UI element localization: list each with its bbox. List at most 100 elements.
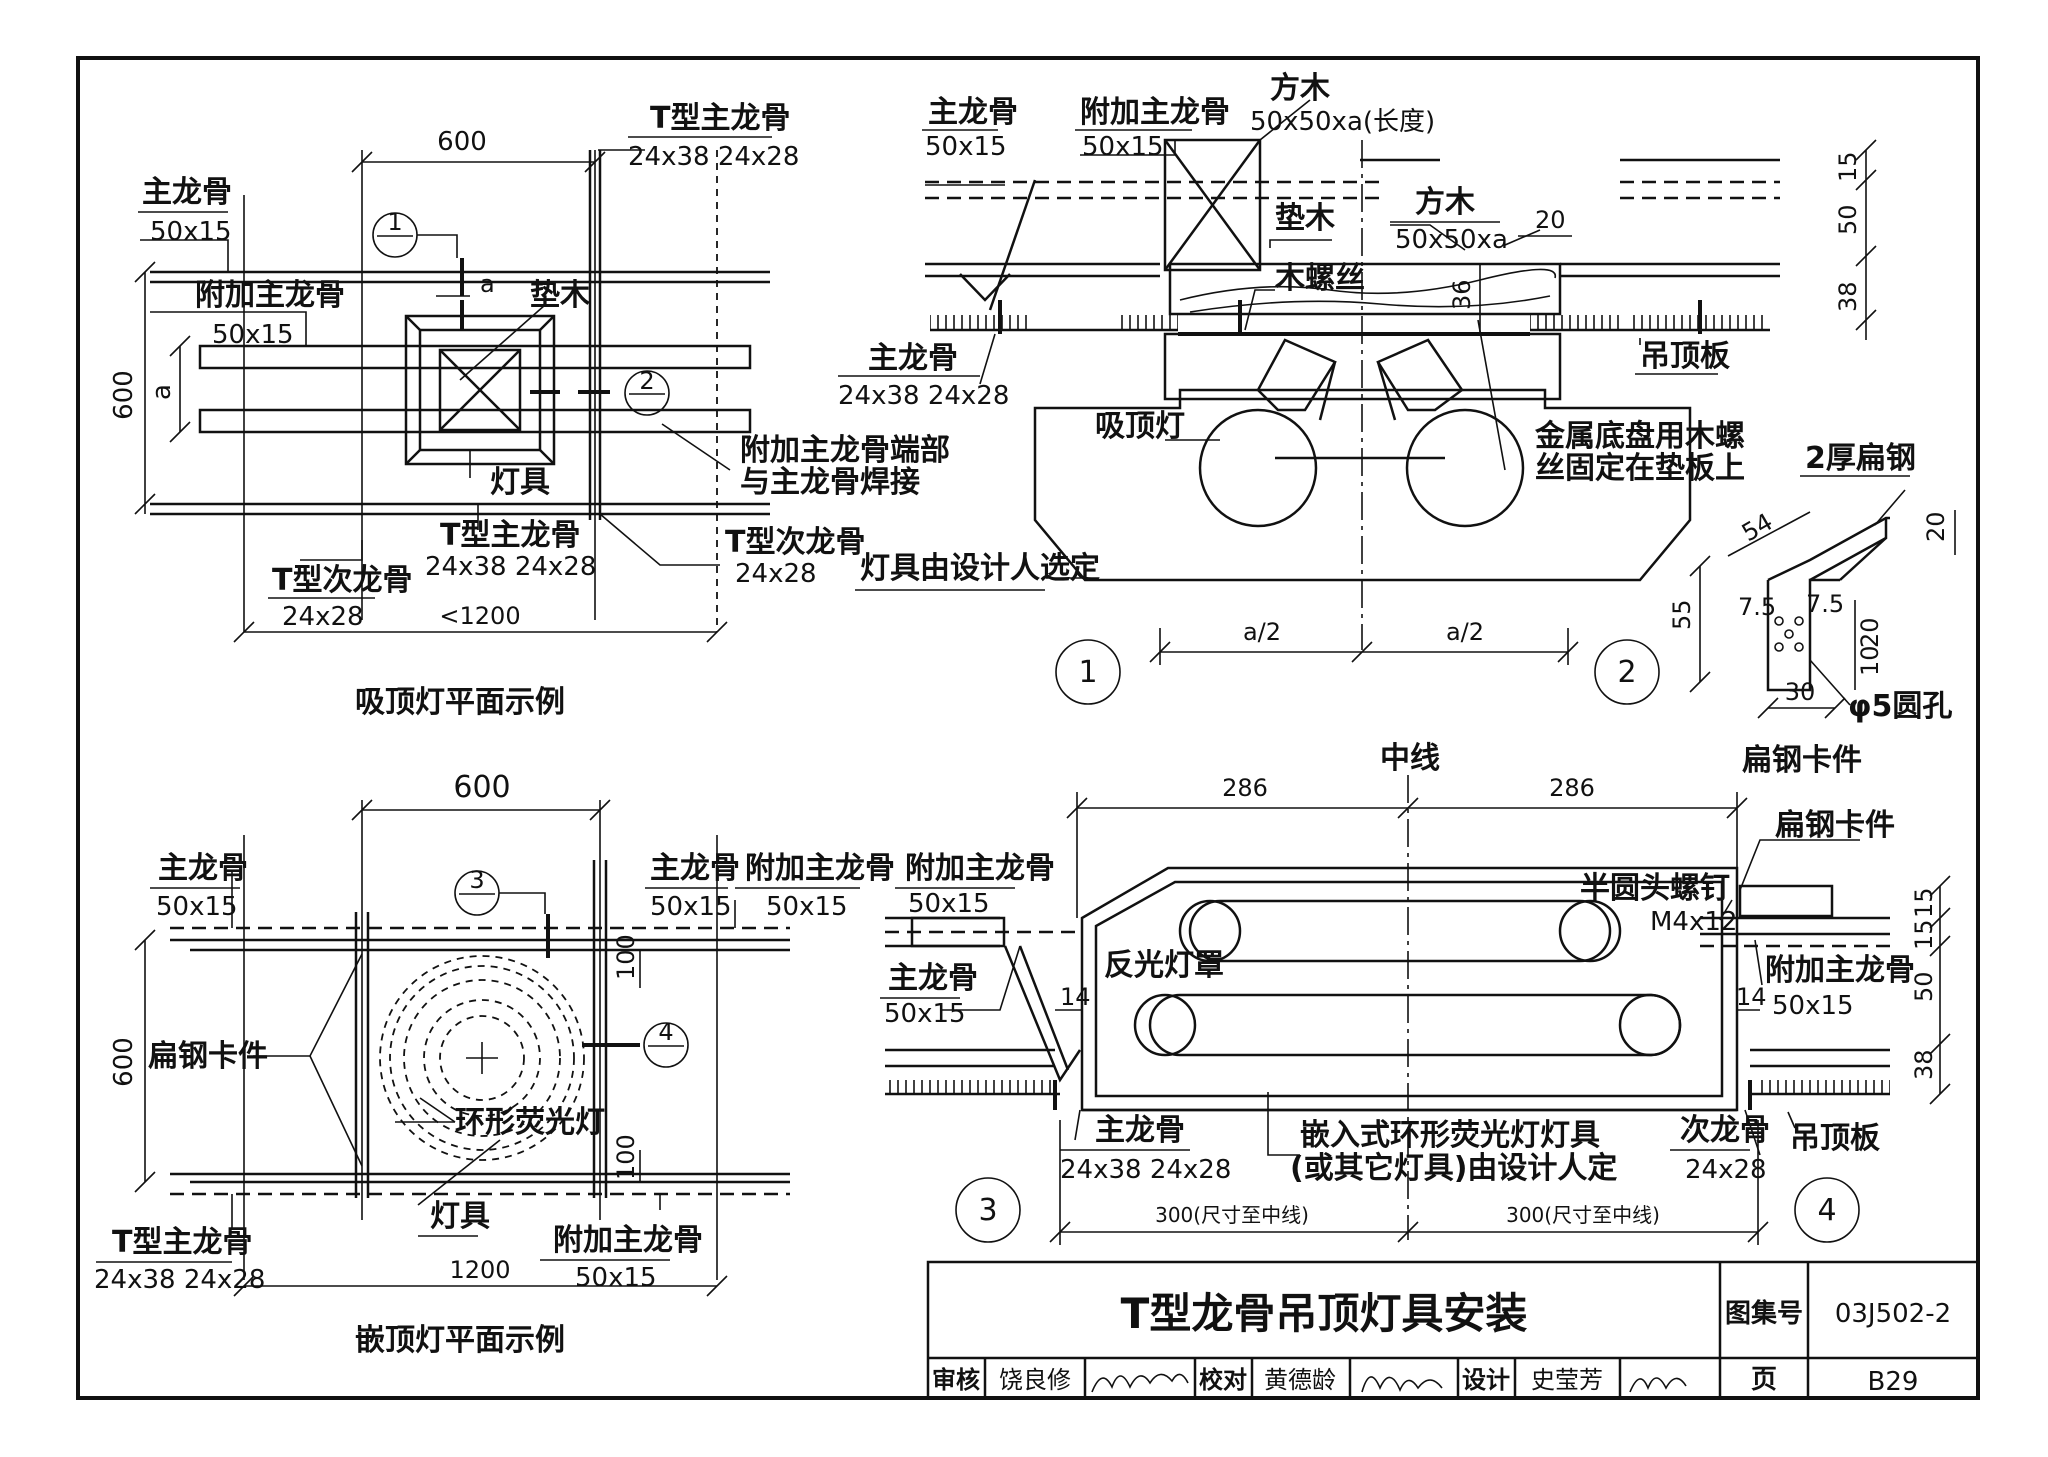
p1-lbl-t-main-top: T型主龙骨 (650, 101, 790, 136)
clip-dim-54: 54 (1737, 508, 1777, 548)
s34-lbl-main-keel-size: 50x15 (884, 999, 966, 1029)
p1-callout2: 2 (639, 367, 654, 395)
signature-check (1361, 1376, 1443, 1393)
s12-lbl-main-keel2: 主龙骨 (868, 341, 958, 376)
plan-recessed-lamp (134, 799, 790, 1297)
s12-lbl-add-main-size: 50x15 (1082, 132, 1164, 162)
p1-caption: 吸顶灯平面示例 (355, 685, 565, 720)
p1-lbl-t-sec-right: T型次龙骨 (725, 525, 865, 560)
p2-lbl-main-keel: 主龙骨 (158, 851, 248, 886)
s34-lbl-flat-clip: 扁钢卡件 (1775, 808, 1895, 843)
p2-lbl-add-main-bot-size: 50x15 (575, 1263, 657, 1293)
s34-dim-38: 38 (1910, 1049, 1938, 1080)
p1-dim-bottom: <1200 (439, 602, 520, 630)
s34-lbl-sec-keel: 次龙骨 (1680, 1113, 1770, 1148)
s12-lbl-pad-wood: 垫木 (1275, 201, 1335, 236)
title-block-review-label: 审核 (932, 1366, 980, 1394)
s34-dim-15a: 15 (1910, 887, 1938, 918)
s12-lbl-square-wood-size: 50x50xa(长度) (1250, 107, 1435, 137)
title-block-atlas-no: 03J502-2 (1835, 1299, 1951, 1329)
p2-dim-top: 600 (453, 770, 510, 805)
clip-dim-10: 10 (1856, 645, 1884, 676)
s34-lbl-add-main-size: 50x15 (908, 889, 990, 919)
clip-lbl-hole: φ5圆孔 (1848, 689, 1952, 724)
s34-lbl-screw-size: M4x12 (1650, 907, 1737, 937)
clip-dim-30: 30 (1785, 678, 1816, 706)
s34-callout4: 4 (1817, 1193, 1836, 1228)
p1-lbl-add-main: 附加主龙骨 (195, 278, 345, 313)
p1-lbl-main-keel: 主龙骨 (142, 175, 232, 210)
s12-dim-15: 15 (1834, 151, 1862, 182)
p2-lbl-t-main-size: 24x38 24x28 (94, 1265, 265, 1295)
p2-lbl-add-main-r-size: 50x15 (766, 892, 848, 922)
s12-lbl-metal-base: 金属底盘用木螺 (1534, 419, 1745, 454)
s12-callout1: 1 (1078, 655, 1097, 690)
p2-lbl-flat-clip: 扁钢卡件 (148, 1039, 268, 1074)
clip-lbl-flat-steel: 2厚扁钢 (1805, 441, 1916, 476)
title-block-title: T型龙骨吊顶灯具安装 (1121, 1289, 1528, 1338)
p2-lbl-fixture: 灯具 (430, 1199, 490, 1234)
s34-lbl-add-main-r: 附加主龙骨 (1765, 953, 1915, 988)
s34-dim-14a: 14 (1060, 983, 1091, 1011)
s34-lbl-embedded: 嵌入式环形荧光灯灯具 (1300, 1118, 1600, 1153)
p1-lbl-weld2: 与主龙骨焊接 (740, 465, 920, 500)
s34-dim-14b: 14 (1736, 983, 1767, 1011)
p2-lbl-main-keel-r: 主龙骨 (650, 851, 740, 886)
s12-dim-a2-right: a/2 (1446, 618, 1484, 646)
p2-dim-100b: 100 (612, 1134, 640, 1180)
clip-dim-20b: 20 (1856, 617, 1884, 648)
s34-dim-286a: 286 (1222, 774, 1268, 802)
title-block (926, 1260, 1980, 1400)
p1-dim-a-small: a (480, 270, 495, 298)
p2-dim-100a: 100 (612, 934, 640, 980)
s12-callout2: 2 (1617, 655, 1636, 690)
p2-caption: 嵌顶灯平面示例 (355, 1323, 565, 1358)
s34-dim-50: 50 (1910, 971, 1938, 1002)
p1-lbl-t-main-top-size: 24x38 24x28 (628, 142, 799, 172)
s34-lbl-ceiling-board: 吊顶板 (1790, 1121, 1880, 1156)
s12-dim-a2-left: a/2 (1243, 618, 1281, 646)
s12-lbl-main-keel2-size: 24x38 24x28 (838, 381, 1009, 411)
s34-lbl-embedded2: (或其它灯具)由设计人定 (1290, 1151, 1617, 1186)
s12-lbl-square-wood2-size: 50x50xa (1395, 225, 1508, 255)
s34-lbl-main-keel2-size: 24x38 24x28 (1060, 1155, 1231, 1185)
s34-lbl-main-keel2: 主龙骨 (1095, 1113, 1185, 1148)
s34-lbl-add-main-r-size: 50x15 (1772, 991, 1854, 1021)
p2-lbl-t-main: T型主龙骨 (112, 1225, 252, 1260)
p1-dim-left: 600 (109, 370, 139, 420)
s34-dim-300b: 300(尺寸至中线) (1506, 1203, 1660, 1227)
s34-callout3: 3 (978, 1193, 997, 1228)
title-block-design-name: 史莹芳 (1531, 1366, 1603, 1394)
s34-lbl-main-keel: 主龙骨 (888, 961, 978, 996)
clip-dim-20: 20 (1922, 511, 1950, 542)
p2-lbl-ring-lamp: 环形荧光灯 (455, 1105, 605, 1140)
p2-lbl-add-main-r: 附加主龙骨 (745, 851, 895, 886)
title-block-check-name: 黄德龄 (1264, 1366, 1336, 1394)
s34-dim-15b: 15 (1910, 919, 1938, 950)
s34-lbl-screw: 半圆头螺钉 (1580, 871, 1730, 906)
p1-lbl-t-main-bot: T型主龙骨 (440, 518, 580, 553)
sheet-border (76, 56, 1980, 1400)
s34-lbl-add-main: 附加主龙骨 (905, 851, 1055, 886)
p1-callout1: 1 (387, 208, 402, 236)
s12-lbl-wood-screw: 木螺丝 (1274, 261, 1365, 296)
title-block-page-label: 页 (1751, 1365, 1777, 1395)
p2-dim-bottom: 1200 (449, 1256, 510, 1284)
p1-dim-a-left: a (147, 384, 177, 400)
section-recessed-lamp (885, 775, 1951, 1245)
p2-callout4: 4 (658, 1018, 673, 1046)
p1-dim-top: 600 (437, 127, 487, 157)
s12-lbl-add-main: 附加主龙骨 (1080, 95, 1230, 130)
s12-lbl-ceiling-board: 吊顶板 (1640, 339, 1730, 374)
s34-dim-300a: 300(尺寸至中线) (1155, 1203, 1309, 1227)
clip-dim-7-5a: 7.5 (1738, 593, 1776, 621)
p1-lbl-t-main-bot-size: 24x38 24x28 (425, 552, 596, 582)
p2-callout3: 3 (469, 866, 484, 894)
p1-lbl-t-sec-right-size: 24x28 (735, 559, 817, 589)
p1-lbl-add-main-size: 50x15 (212, 320, 294, 350)
title-block-atlas-label: 图集号 (1725, 1298, 1803, 1329)
p1-lbl-t-sec-left-size: 24x28 (282, 602, 364, 632)
title-block-design-label: 设计 (1462, 1366, 1510, 1394)
p1-lbl-weld: 附加主龙骨端部 (740, 433, 950, 468)
